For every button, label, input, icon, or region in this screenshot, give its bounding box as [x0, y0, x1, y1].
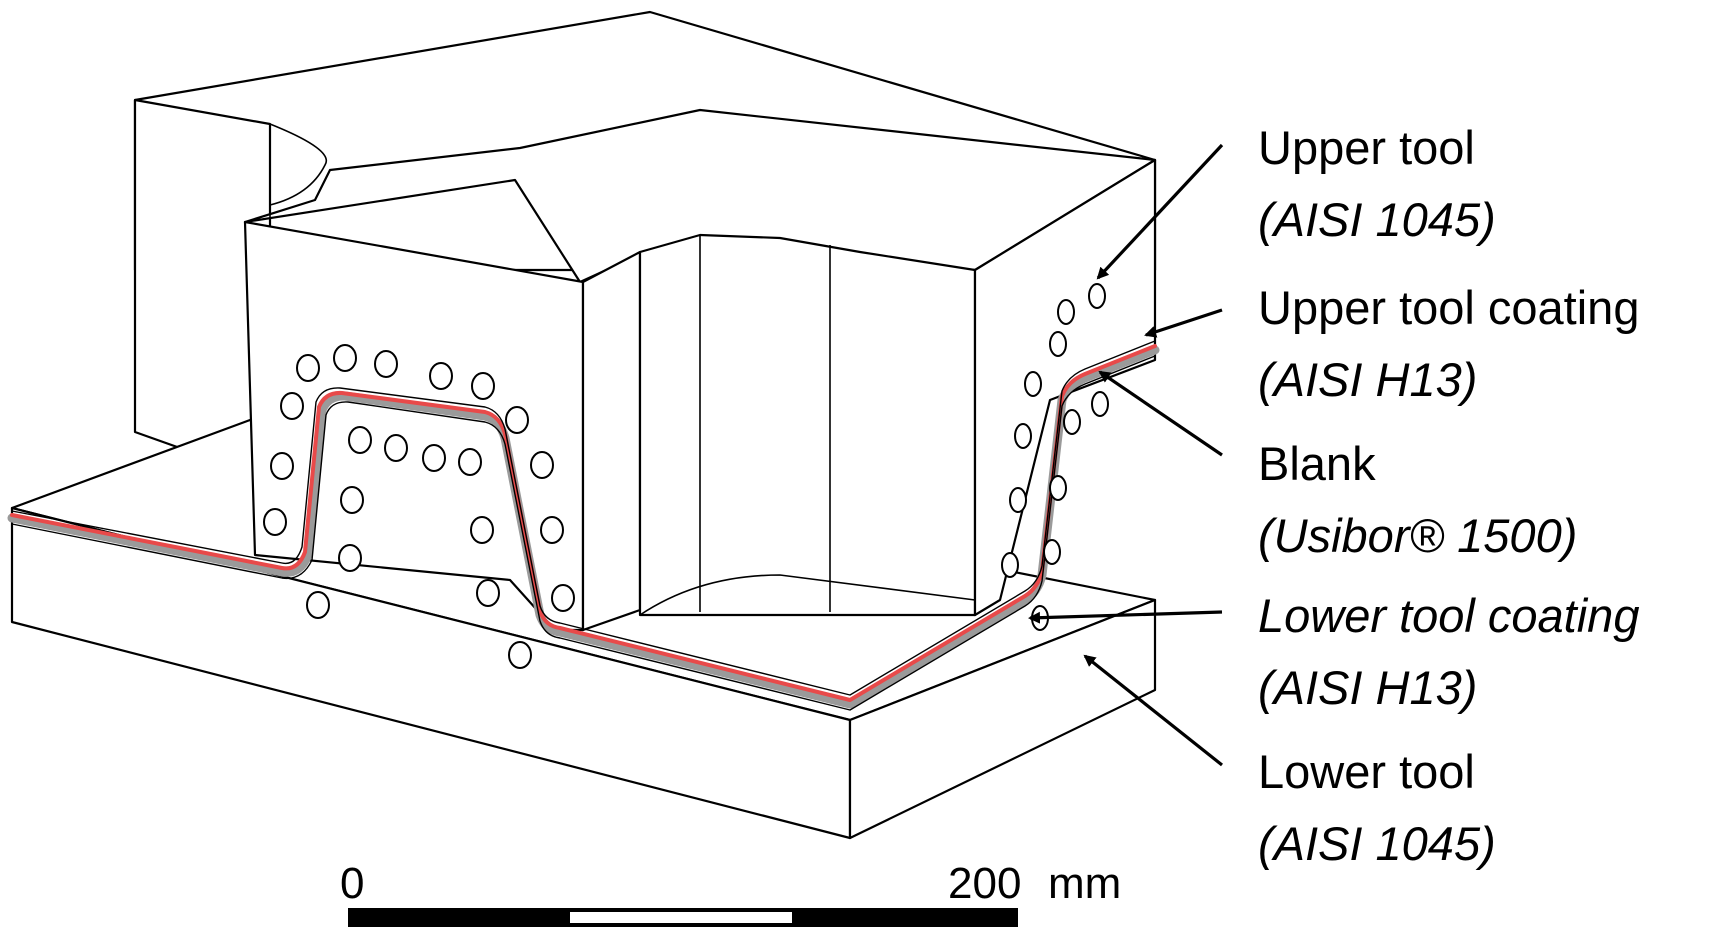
label-blank-material: (Usibor® 1500) [1258, 509, 1578, 562]
label-lower-coating-material: (AISI H13) [1258, 661, 1478, 714]
scale-unit-label: mm [1048, 859, 1122, 908]
upper-tool-center-face [581, 250, 642, 632]
scale-end-label: 200 [948, 859, 1022, 908]
label-upper-coating-material: (AISI H13) [1258, 353, 1478, 406]
lower-tool-side [848, 598, 1157, 840]
scale-bar [348, 908, 1018, 927]
label-upper-coating: Upper tool coating [1258, 281, 1640, 334]
label-lower-coating: Lower tool coating [1258, 589, 1640, 642]
label-upper-tool: Upper tool [1258, 121, 1475, 174]
cooling-channels [263, 283, 1109, 669]
label-upper-tool-material: (AISI 1045) [1258, 193, 1496, 246]
callout-arrows [1028, 143, 1224, 767]
cavity-wall [638, 233, 977, 617]
label-lower-tool: Lower tool [1258, 745, 1475, 798]
label-blank: Blank [1258, 437, 1376, 490]
scale-start-label: 0 [340, 859, 365, 908]
label-lower-tool-material: (AISI 1045) [1258, 817, 1496, 870]
